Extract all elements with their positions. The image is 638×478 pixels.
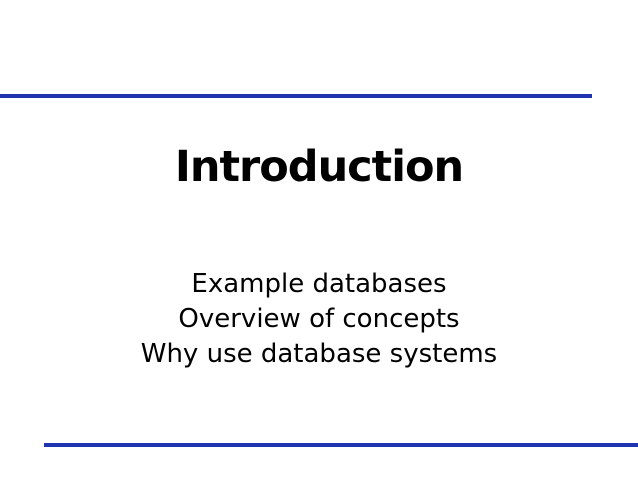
top-divider-rule	[0, 94, 592, 98]
bullet-line-why-use-database-systems: Why use database systems	[140, 339, 498, 369]
slide-title: Introduction	[174, 142, 464, 192]
slide-body-text: Example databases Overview of concepts W…	[0, 267, 638, 372]
bullet-line-overview-of-concepts: Overview of concepts	[178, 304, 460, 334]
bottom-divider-rule	[44, 443, 638, 447]
bullet-line-example-databases: Example databases	[191, 269, 447, 299]
